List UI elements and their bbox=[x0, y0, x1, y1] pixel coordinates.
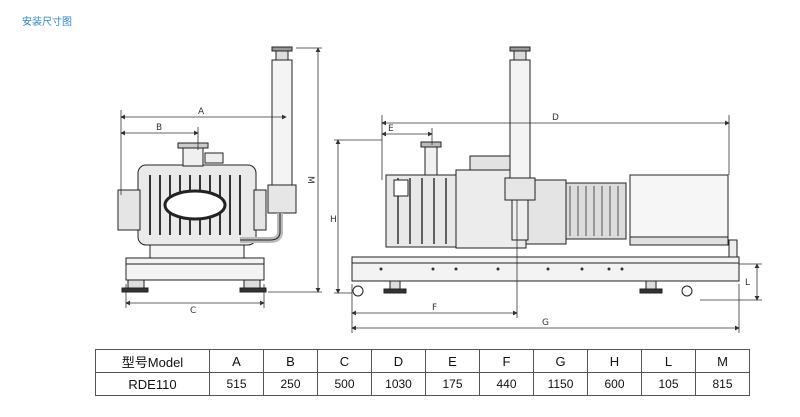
page-title: 安装尺寸图 bbox=[22, 17, 72, 28]
value-h: 600 bbox=[587, 372, 642, 396]
dim-label-f: F bbox=[432, 303, 437, 313]
dim-label-a: A bbox=[198, 107, 205, 117]
dim-label-c: C bbox=[190, 306, 196, 316]
dim-label-e: E bbox=[388, 124, 394, 134]
header-l: L bbox=[641, 349, 696, 373]
header-d: D bbox=[371, 349, 426, 373]
spec-table: 型号Model A B C D E F G H L M RDE110 515 2… bbox=[95, 349, 750, 396]
header-g: G bbox=[533, 349, 588, 373]
dim-label-l: L bbox=[745, 278, 750, 288]
dim-label-b: B bbox=[156, 123, 162, 133]
dim-label-d: D bbox=[552, 113, 559, 123]
spec-table-header-row: 型号Model A B C D E F G H L M bbox=[95, 349, 750, 373]
model-cell: RDE110 bbox=[95, 372, 210, 396]
installation-drawing: A B C M bbox=[117, 46, 762, 333]
value-c: 500 bbox=[317, 372, 372, 396]
dim-label-h: H bbox=[330, 215, 337, 225]
value-f: 440 bbox=[479, 372, 534, 396]
value-b: 250 bbox=[263, 372, 318, 396]
value-g: 1150 bbox=[533, 372, 588, 396]
side-view bbox=[117, 46, 297, 293]
header-m: M bbox=[695, 349, 750, 373]
value-e: 175 bbox=[425, 372, 480, 396]
value-d: 1030 bbox=[371, 372, 426, 396]
front-view bbox=[351, 46, 740, 297]
header-h: H bbox=[587, 349, 642, 373]
value-l: 105 bbox=[641, 372, 696, 396]
table-row: RDE110 515 250 500 1030 175 440 1150 600… bbox=[95, 372, 750, 396]
value-a: 515 bbox=[209, 372, 264, 396]
dim-label-m: M bbox=[305, 176, 315, 184]
header-f: F bbox=[479, 349, 534, 373]
header-e: E bbox=[425, 349, 480, 373]
header-b: B bbox=[263, 349, 318, 373]
header-a: A bbox=[209, 349, 264, 373]
header-model: 型号Model bbox=[95, 349, 210, 373]
header-c: C bbox=[317, 349, 372, 373]
value-m: 815 bbox=[695, 372, 750, 396]
dim-label-g: G bbox=[542, 318, 549, 328]
